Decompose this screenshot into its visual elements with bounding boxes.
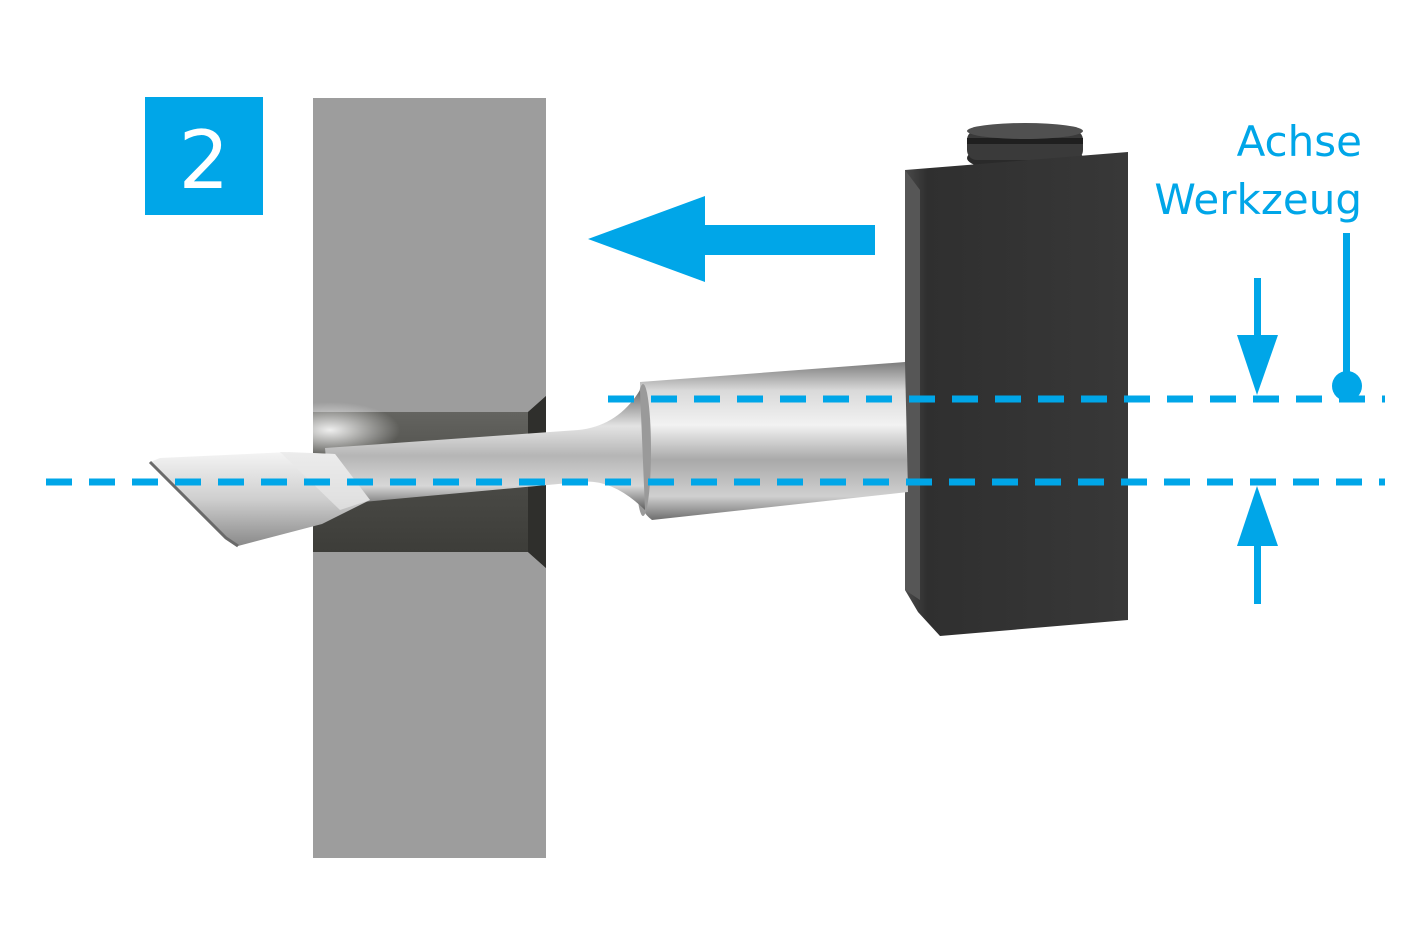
bore-glare <box>260 402 400 458</box>
arrow-down-icon <box>1237 278 1278 395</box>
axis-label-line2: Werkzeug <box>1154 175 1362 224</box>
axis-label-leader <box>1343 233 1350 383</box>
holder-thread-ring <box>967 138 1083 144</box>
step-badge-background <box>145 97 263 215</box>
arrow-left-icon <box>588 196 875 282</box>
holder-thread-top <box>967 123 1083 139</box>
arrow-up-icon <box>1237 486 1278 604</box>
axis-label-dot <box>1332 371 1362 401</box>
feed-arrow-shaft <box>695 225 875 255</box>
axis-label: Achse Werkzeug <box>1154 117 1362 401</box>
shank-body <box>640 362 908 520</box>
blade-edge <box>148 460 239 548</box>
offset-arrow-top-head <box>1237 335 1278 395</box>
step-badge: 2 <box>145 97 263 215</box>
offset-arrow-top-shaft <box>1254 278 1261 340</box>
axis-label-line1: Achse <box>1237 117 1362 166</box>
step-number: 2 <box>179 114 230 207</box>
offset-arrow-bottom-shaft <box>1254 542 1261 604</box>
holder-edge-highlight <box>905 170 920 600</box>
tool-holder <box>905 123 1128 636</box>
holder-body <box>905 152 1128 636</box>
offset-arrow-bottom-head <box>1237 486 1278 546</box>
feed-arrow-head <box>588 196 705 282</box>
